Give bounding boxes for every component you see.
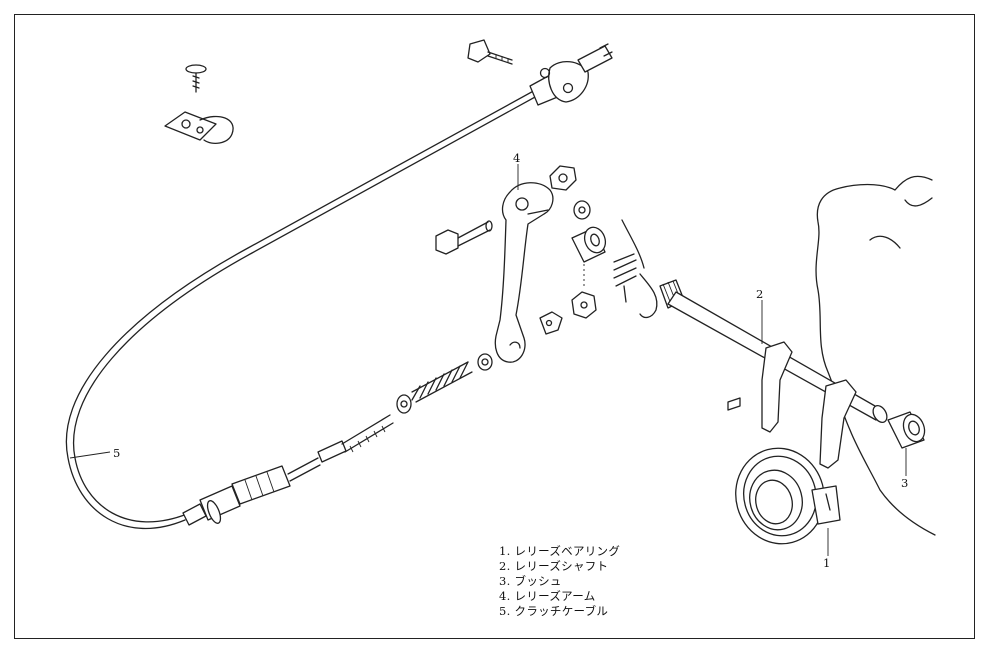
diagram-frame: [14, 14, 975, 639]
callout-5: 5: [113, 446, 121, 460]
bush-icon: [887, 411, 926, 449]
cable-spring-icon: [396, 353, 493, 414]
arm-nut-icon: [549, 165, 591, 220]
cable-clip-icon: [164, 64, 234, 145]
legend-item-3: 3. ブッシュ: [499, 574, 562, 588]
legend-item-1: 1. レリーズベアリング: [499, 544, 621, 558]
return-spring-icon: [613, 219, 658, 319]
callout-1: 1: [823, 556, 831, 570]
legend-item-2: 2. レリーズシャフト: [499, 559, 609, 573]
callout-4: 4: [513, 151, 521, 165]
arm-bolt-icon: [435, 220, 493, 255]
callout-3: 3: [901, 476, 909, 490]
legend-item-4: 4. レリーズアーム: [499, 589, 596, 603]
arm-bush-icon: [539, 226, 607, 335]
legend-item-5: 5. クラッチケーブル: [499, 604, 609, 618]
callout-2: 2: [756, 287, 764, 301]
release-bearing-icon: [735, 447, 841, 545]
parts-legend: 1. レリーズベアリング 2. レリーズシャフト 3. ブッシュ 4. レリーズ…: [499, 544, 620, 619]
callout-leaders: [69, 164, 907, 556]
transmission-housing-icon: [815, 175, 936, 536]
clutch-cable-icon: [65, 39, 613, 530]
release-shaft-icon: [659, 279, 888, 469]
release-arm-icon: [494, 182, 554, 363]
